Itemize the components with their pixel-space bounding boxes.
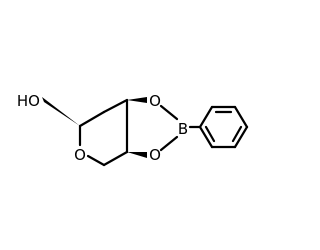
bond-c4-c5 (102, 150, 129, 167)
bond-o-bottom-b (159, 135, 179, 152)
dioxaborole-oxygen-bottom-label: O (149, 146, 161, 164)
wedge-bond-c1-oh (42, 97, 80, 126)
boron-label: B (178, 120, 188, 138)
phenyl-bond-4 (233, 125, 249, 149)
molecule-structure: HO O O O B (9, 90, 249, 167)
ring-oxygen-label: O (74, 146, 86, 164)
phenyl-bond-6 (198, 125, 214, 149)
label-background-o-top (147, 90, 163, 111)
phenyl-bond-3 (233, 105, 249, 129)
wedge-bond-c3-o-top (127, 97, 147, 103)
phenyl-bond-1 (198, 105, 214, 129)
phenyl-double-bond-inner-2 (231, 125, 243, 143)
hydroxyl-label: HO (17, 92, 40, 110)
phenyl-double-bond-inner-3 (204, 125, 216, 143)
dioxaborole-oxygen-top-label: O (149, 92, 161, 110)
bond-c2-c3 (102, 98, 129, 114)
label-background-o-bottom (147, 144, 163, 165)
bond-c5-ring-o (86, 154, 106, 167)
label-background-ho (9, 90, 41, 111)
label-background-b (175, 118, 191, 139)
wedge-bond-c4-o-bottom (127, 152, 147, 158)
bond-o-top-b (159, 104, 179, 121)
bond-c1-c2 (78, 110, 106, 128)
label-background-ring-o (72, 144, 88, 165)
